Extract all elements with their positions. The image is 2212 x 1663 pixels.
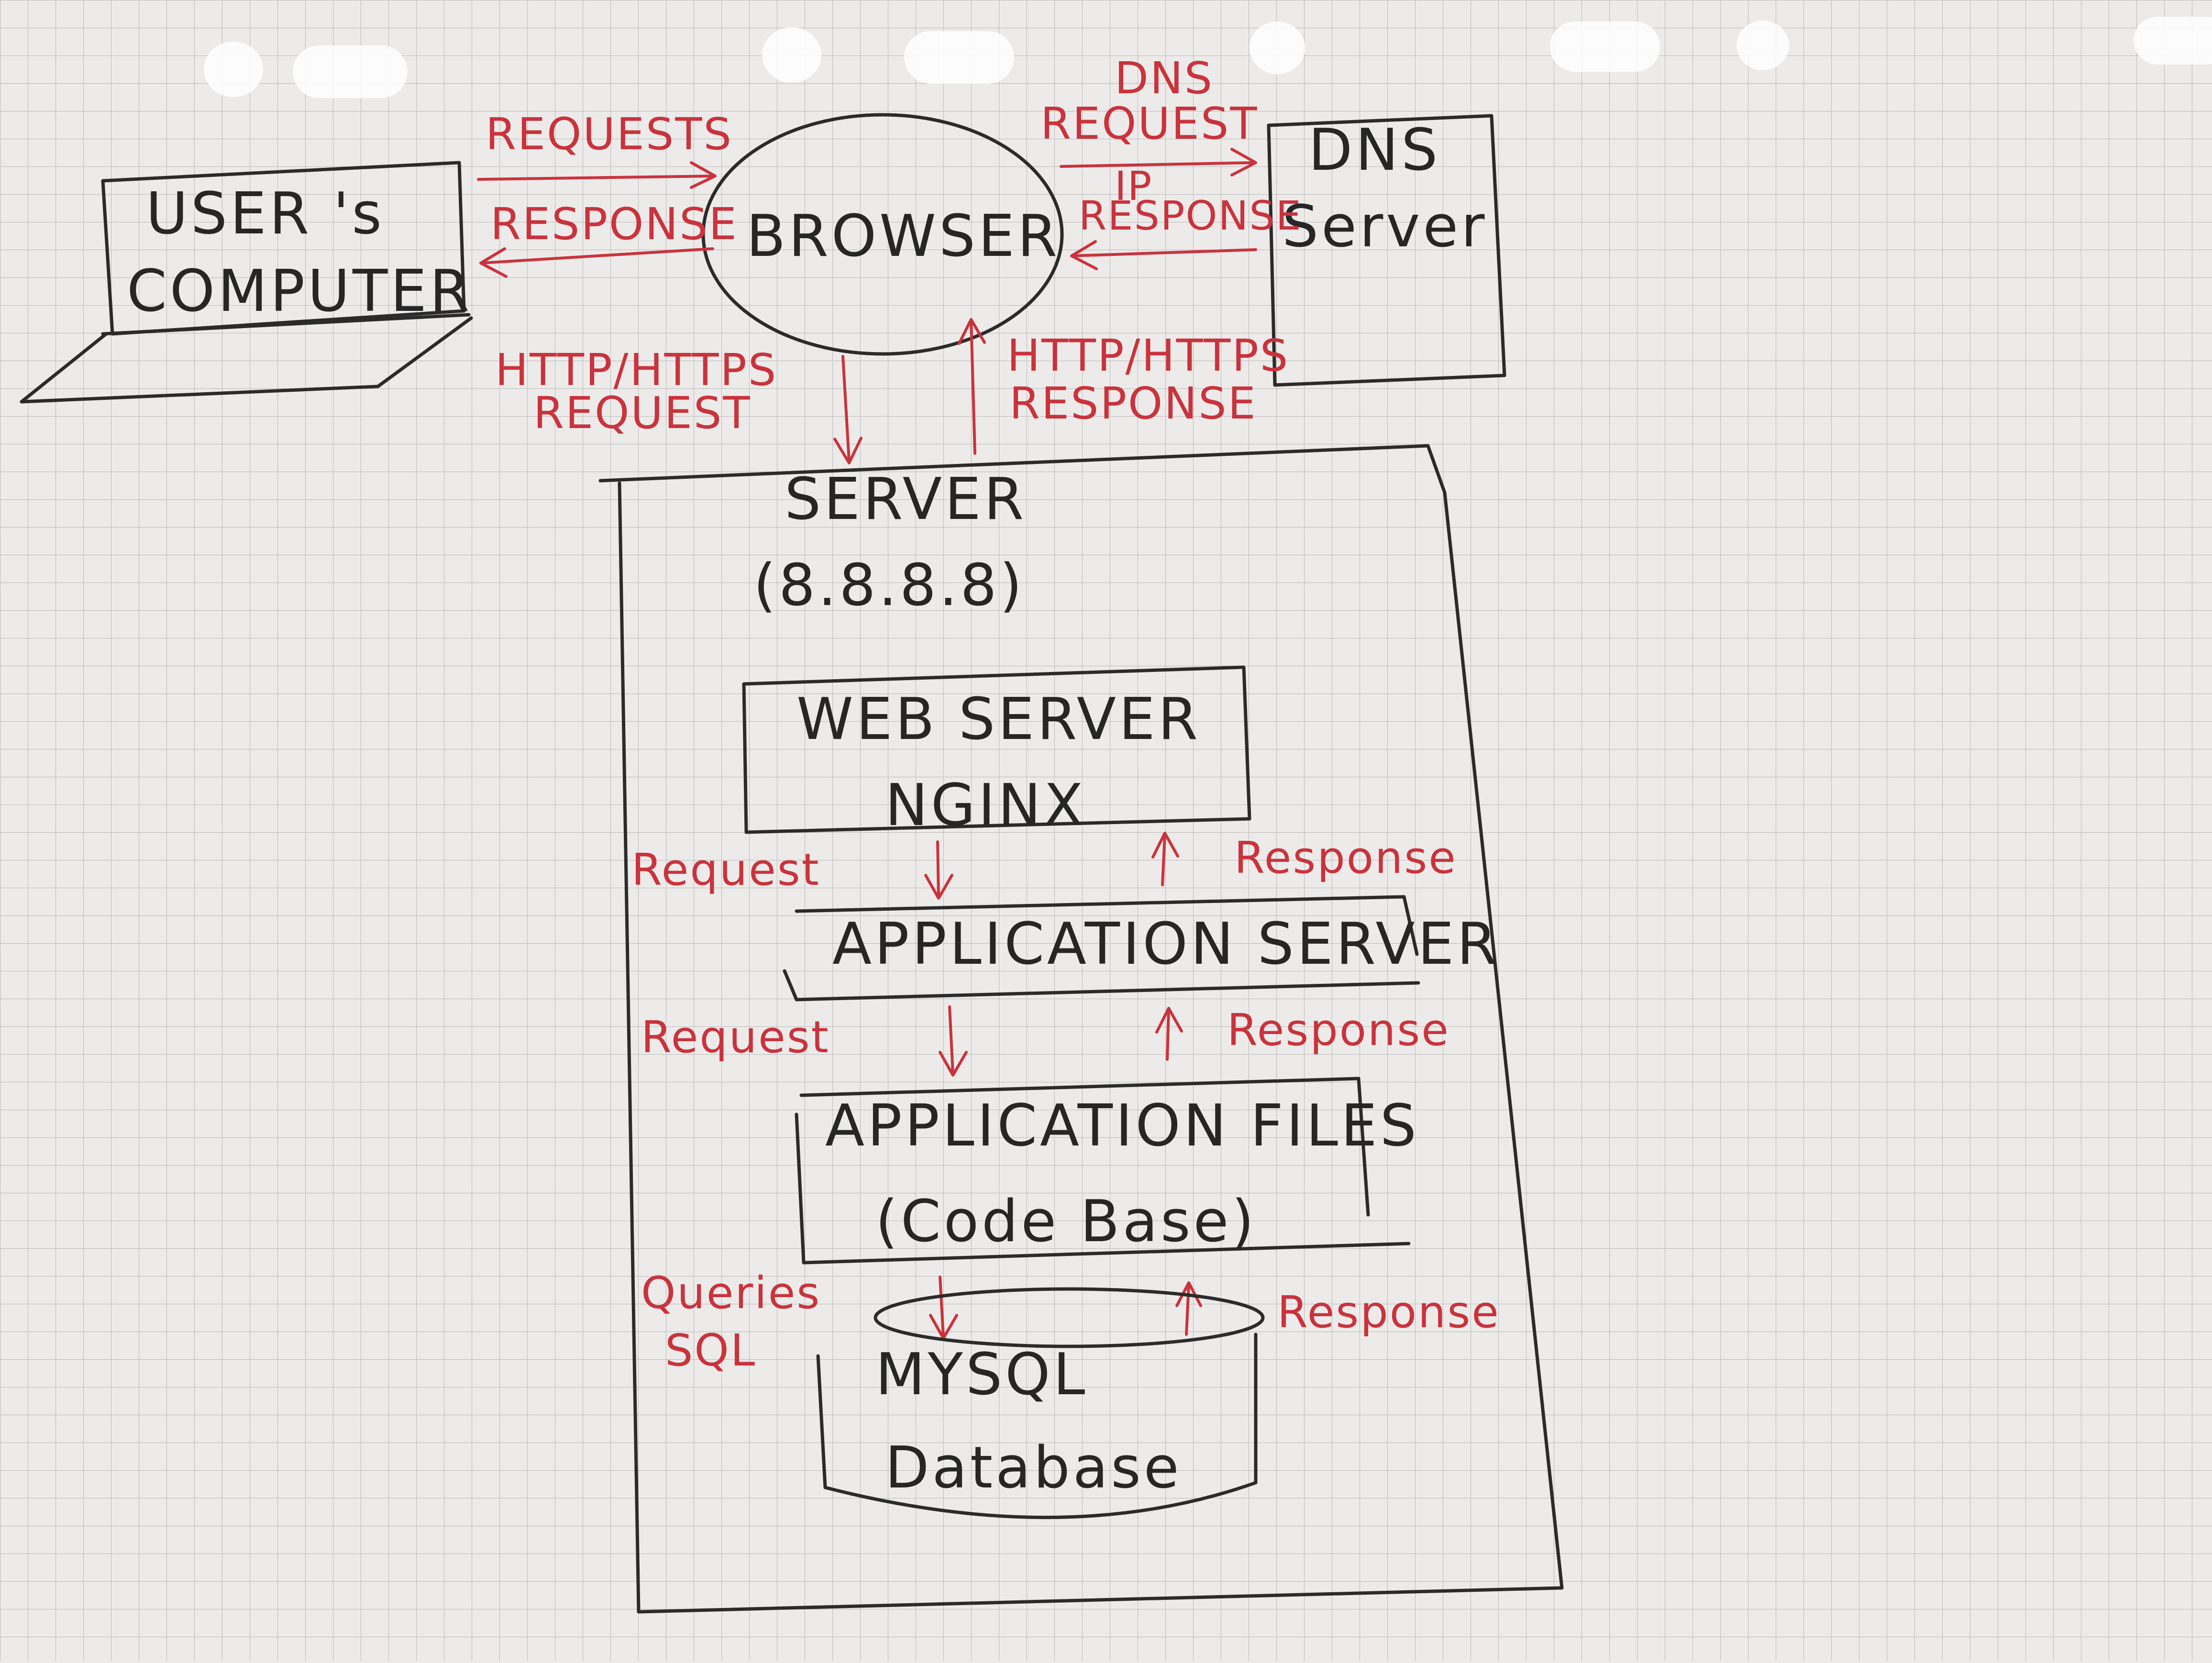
dns-server-label-line2: Server	[1282, 194, 1488, 260]
application-server-label: APPLICATION SERVER	[832, 911, 1500, 978]
queries-label-line1: Queries	[641, 1267, 821, 1319]
files-db-edges: Queries SQL Response	[641, 1267, 1500, 1376]
application-files-label-line1: APPLICATION FILES	[825, 1093, 1419, 1159]
web-app-response-arrow	[1151, 832, 1179, 886]
ip-response-label-line2: RESPONSE	[1079, 192, 1302, 239]
web-server-node: WEB SERVER NGINX	[742, 665, 1251, 839]
web-server-label-line1: WEB SERVER	[796, 686, 1201, 753]
http-request-label-line2: REQUEST	[533, 387, 752, 439]
web-server-label-line2: NGINX	[885, 772, 1086, 839]
web-app-request-arrow	[924, 840, 953, 900]
db-response-label: Response	[1277, 1287, 1500, 1338]
binder-holes	[204, 17, 2212, 98]
application-server-box	[783, 895, 1420, 1002]
user-computer-label-line2: COMPUTER	[127, 258, 472, 325]
application-files-box	[795, 1077, 1411, 1265]
database-label-line2: Database	[885, 1435, 1182, 1501]
web-app-response-label: Response	[1234, 832, 1457, 883]
dns-server-box	[1267, 114, 1506, 387]
browser-ellipse	[701, 113, 1064, 356]
web-server-box	[742, 665, 1251, 834]
web-app-edges: Request Response	[631, 832, 1457, 900]
browser-node: BROWSER	[701, 113, 1064, 356]
browser-dns-edges: DNS REQUEST IP RESPONSE	[1040, 53, 1302, 270]
application-files-label-line2: (Code Base)	[875, 1189, 1257, 1255]
app-files-response-label: Response	[1227, 1004, 1450, 1056]
server-container: SERVER (8.8.8.8)	[598, 444, 1564, 1614]
app-files-edges: Request Response	[641, 1004, 1450, 1077]
queries-label-line2: SQL	[665, 1325, 756, 1376]
server-ip-label: (8.8.8.8)	[753, 552, 1025, 619]
laptop-screen-frame	[101, 161, 466, 336]
database-top	[874, 1287, 1265, 1348]
requests-arrow	[477, 161, 717, 189]
dns-request-arrow	[1060, 148, 1257, 176]
http-response-arrow	[958, 318, 986, 455]
dns-server-label-line1: DNS	[1308, 117, 1440, 184]
database-label-line1: MYSQL	[875, 1342, 1088, 1408]
database-node: MYSQL Database	[816, 1287, 1265, 1520]
requests-label: REQUESTS	[486, 109, 733, 160]
dns-request-label-line2: REQUEST	[1040, 98, 1259, 149]
laptop-base	[20, 316, 473, 404]
http-response-label-line1: HTTP/HTTPS	[1007, 330, 1289, 381]
http-response-label-line2: RESPONSE	[1009, 378, 1257, 429]
http-request-label-line1: HTTP/HTTPS	[495, 344, 777, 396]
browser-label: BROWSER	[746, 203, 1060, 270]
server-label: SERVER	[785, 466, 1027, 533]
application-files-node: APPLICATION FILES (Code Base)	[795, 1077, 1419, 1265]
http-request-arrow	[833, 355, 863, 464]
user-computer-node: USER 's COMPUTER	[20, 161, 473, 404]
dns-server-node: DNS Server	[1267, 114, 1506, 387]
ip-response-label-line1: IP	[1115, 163, 1152, 209]
response-label: RESPONSE	[490, 198, 738, 250]
application-server-node: APPLICATION SERVER	[783, 895, 1500, 1002]
app-files-request-arrow	[939, 1005, 968, 1077]
app-files-request-label: Request	[641, 1012, 830, 1063]
database-body	[816, 1333, 1258, 1520]
browser-server-edges: HTTP/HTTPS REQUEST HTTP/HTTPS RESPONSE	[495, 318, 1289, 464]
web-app-request-label: Request	[631, 844, 820, 895]
user-browser-edges: REQUESTS RESPONSE	[477, 109, 738, 278]
app-files-response-arrow	[1155, 1007, 1183, 1061]
user-computer-label-line1: USER 's	[146, 181, 385, 247]
dns-request-label-line1: DNS	[1115, 53, 1214, 104]
ip-response-arrow	[1070, 240, 1257, 270]
db-response-arrow	[1175, 1281, 1202, 1336]
server-box	[598, 444, 1564, 1614]
laptop-hinge	[101, 313, 471, 336]
response-arrow	[479, 247, 714, 278]
